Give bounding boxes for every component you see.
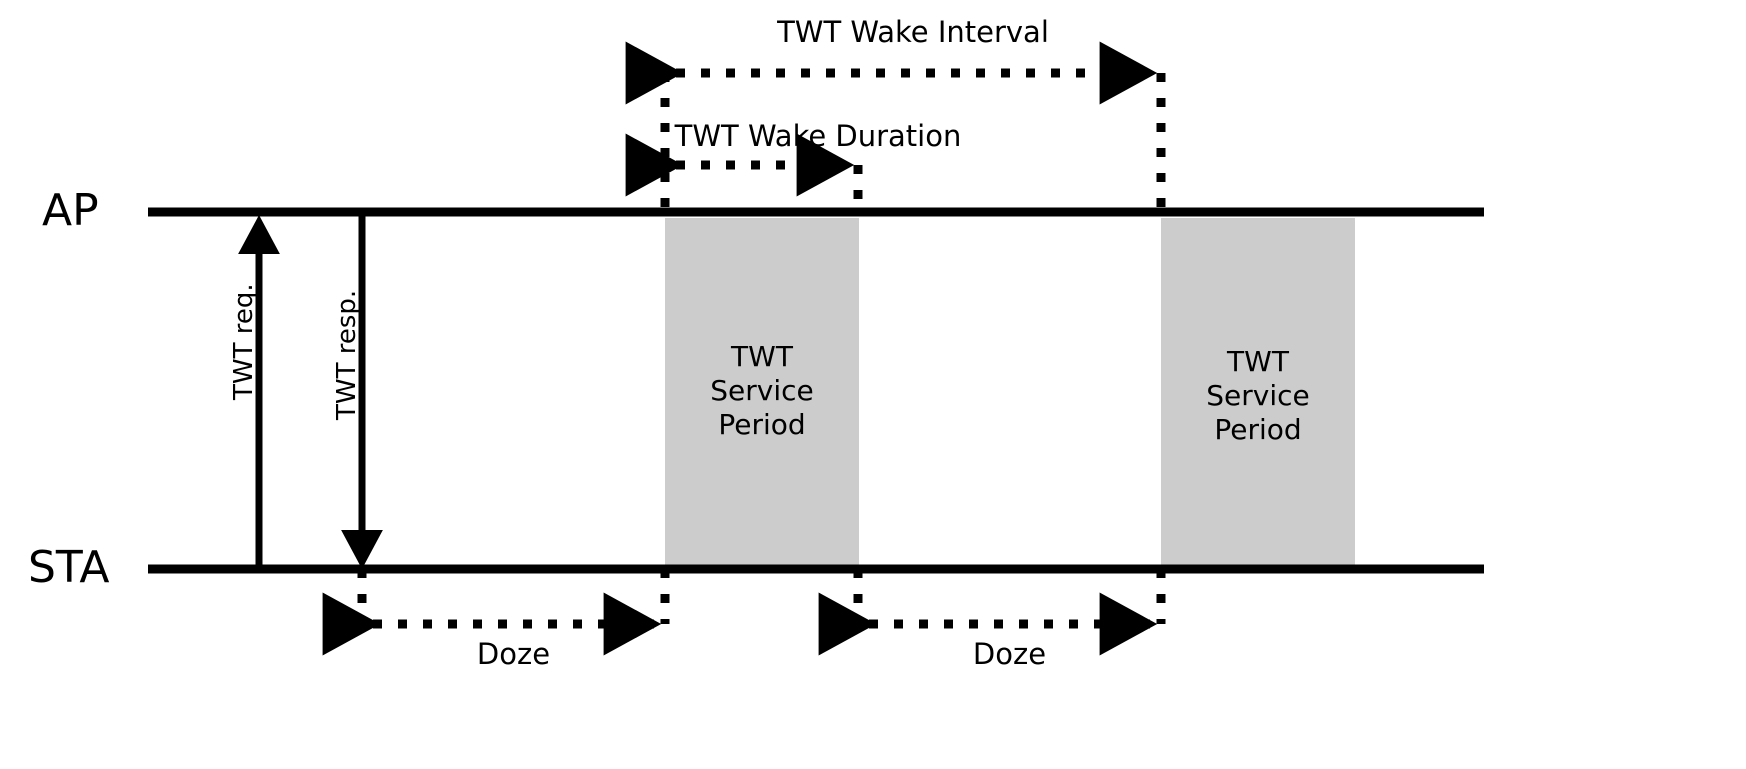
ap-timeline-label: AP (42, 185, 99, 236)
service-period-blocks (665, 218, 1355, 569)
doze-2-label: Doze (972, 637, 1047, 671)
twt-req-label: TWT req. (229, 283, 259, 400)
exchange-arrows (238, 214, 383, 570)
service-period-2-label: TWT Service Period (1161, 345, 1355, 447)
twt-resp-label: TWT resp. (332, 289, 362, 420)
service-period-1-line-1: TWT (731, 340, 793, 373)
service-period-2-line-2: Service (1206, 379, 1310, 412)
twt-wake-interval-label: TWT Wake Interval (777, 15, 1049, 49)
service-period-1-line-2: Service (710, 374, 814, 407)
service-period-1-line-3: Period (718, 408, 806, 441)
service-period-2-line-1: TWT (1227, 345, 1289, 378)
service-period-block (665, 218, 859, 569)
twt-wake-duration-label: TWT Wake Duration (674, 119, 962, 153)
service-period-2-line-3: Period (1214, 413, 1302, 446)
measure-arrows (322, 41, 1158, 656)
sta-timeline-label: STA (28, 542, 110, 593)
service-period-block (1161, 218, 1355, 569)
service-period-1-label: TWT Service Period (665, 340, 859, 442)
doze-1-label: Doze (476, 637, 551, 671)
